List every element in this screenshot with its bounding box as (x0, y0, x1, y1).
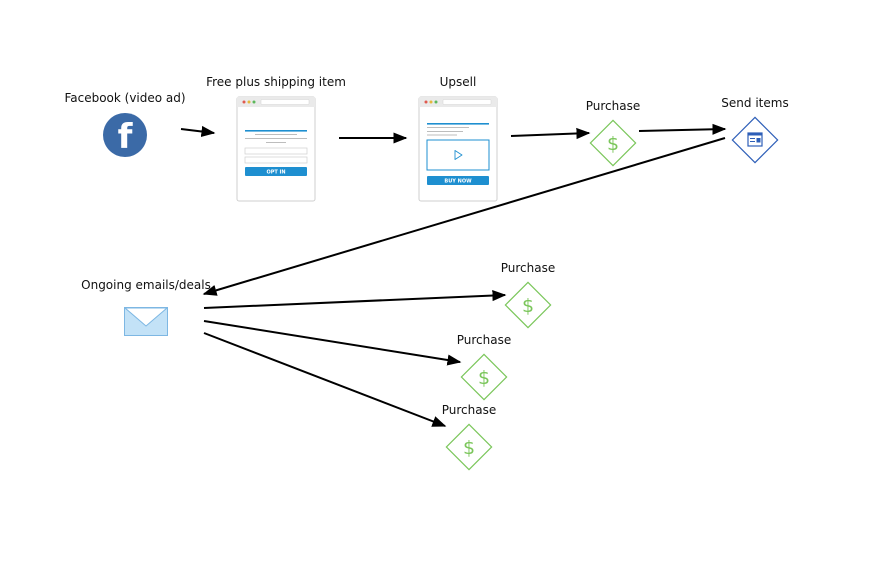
connectors (180, 123, 727, 427)
facebook-label: Facebook (video ad) (64, 91, 185, 105)
upsell-page-label: Upsell (440, 75, 477, 89)
purchase-3-node: Purchase $ (442, 403, 497, 471)
purchase-2-label: Purchase (457, 333, 512, 347)
envelope-icon (124, 307, 168, 336)
buy-now-button-label: BUY NOW (444, 179, 472, 185)
arrow-emails-to-purchase-1 (203, 289, 507, 309)
arrow-emails-to-purchase-2 (203, 320, 462, 366)
purchase-2-node: Purchase $ (457, 333, 512, 401)
arrow-purchase-to-send-items (638, 123, 727, 135)
arrow-send-items-to-emails (202, 137, 726, 296)
purchase-3-label: Purchase (442, 403, 497, 417)
facebook-node: Facebook (video ad) f (64, 91, 186, 157)
optin-button-label: OPT IN (266, 170, 285, 176)
arrow-facebook-to-optin (180, 125, 216, 138)
arrow-upsell-to-purchase (510, 127, 591, 140)
emails-label: Ongoing emails/deals (81, 278, 211, 292)
dollar-diamond-icon: $ (460, 353, 508, 401)
optin-page-label: Free plus shipping item (206, 75, 346, 89)
upsell-page-node: Upsell BUY NOW (418, 75, 498, 202)
dollar-diamond-icon: $ (589, 119, 637, 167)
svg-text:$: $ (522, 295, 534, 317)
optin-page-icon: OPT IN (236, 96, 316, 202)
purchase-1-label: Purchase (501, 261, 556, 275)
dollar-diamond-icon: $ (504, 281, 552, 329)
facebook-glyph: f (118, 117, 134, 157)
svg-text:$: $ (607, 133, 619, 155)
send-items-node: Send items (721, 96, 789, 164)
sales-page-icon: BUY NOW (418, 96, 498, 202)
fulfillment-icon (731, 116, 779, 164)
dollar-diamond-icon: $ (445, 423, 493, 471)
purchase-top-label: Purchase (586, 99, 641, 113)
arrow-emails-to-purchase-3 (203, 332, 447, 427)
optin-page-node: Free plus shipping item OPT IN (206, 75, 346, 202)
send-items-label: Send items (721, 96, 788, 110)
emails-node: Ongoing emails/deals (81, 278, 211, 336)
purchase-top-node: Purchase $ (586, 99, 641, 167)
purchase-1-node: Purchase $ (501, 261, 556, 329)
svg-text:$: $ (463, 437, 475, 459)
facebook-icon: f (103, 113, 147, 157)
play-icon (454, 150, 463, 160)
svg-text:$: $ (478, 367, 490, 389)
